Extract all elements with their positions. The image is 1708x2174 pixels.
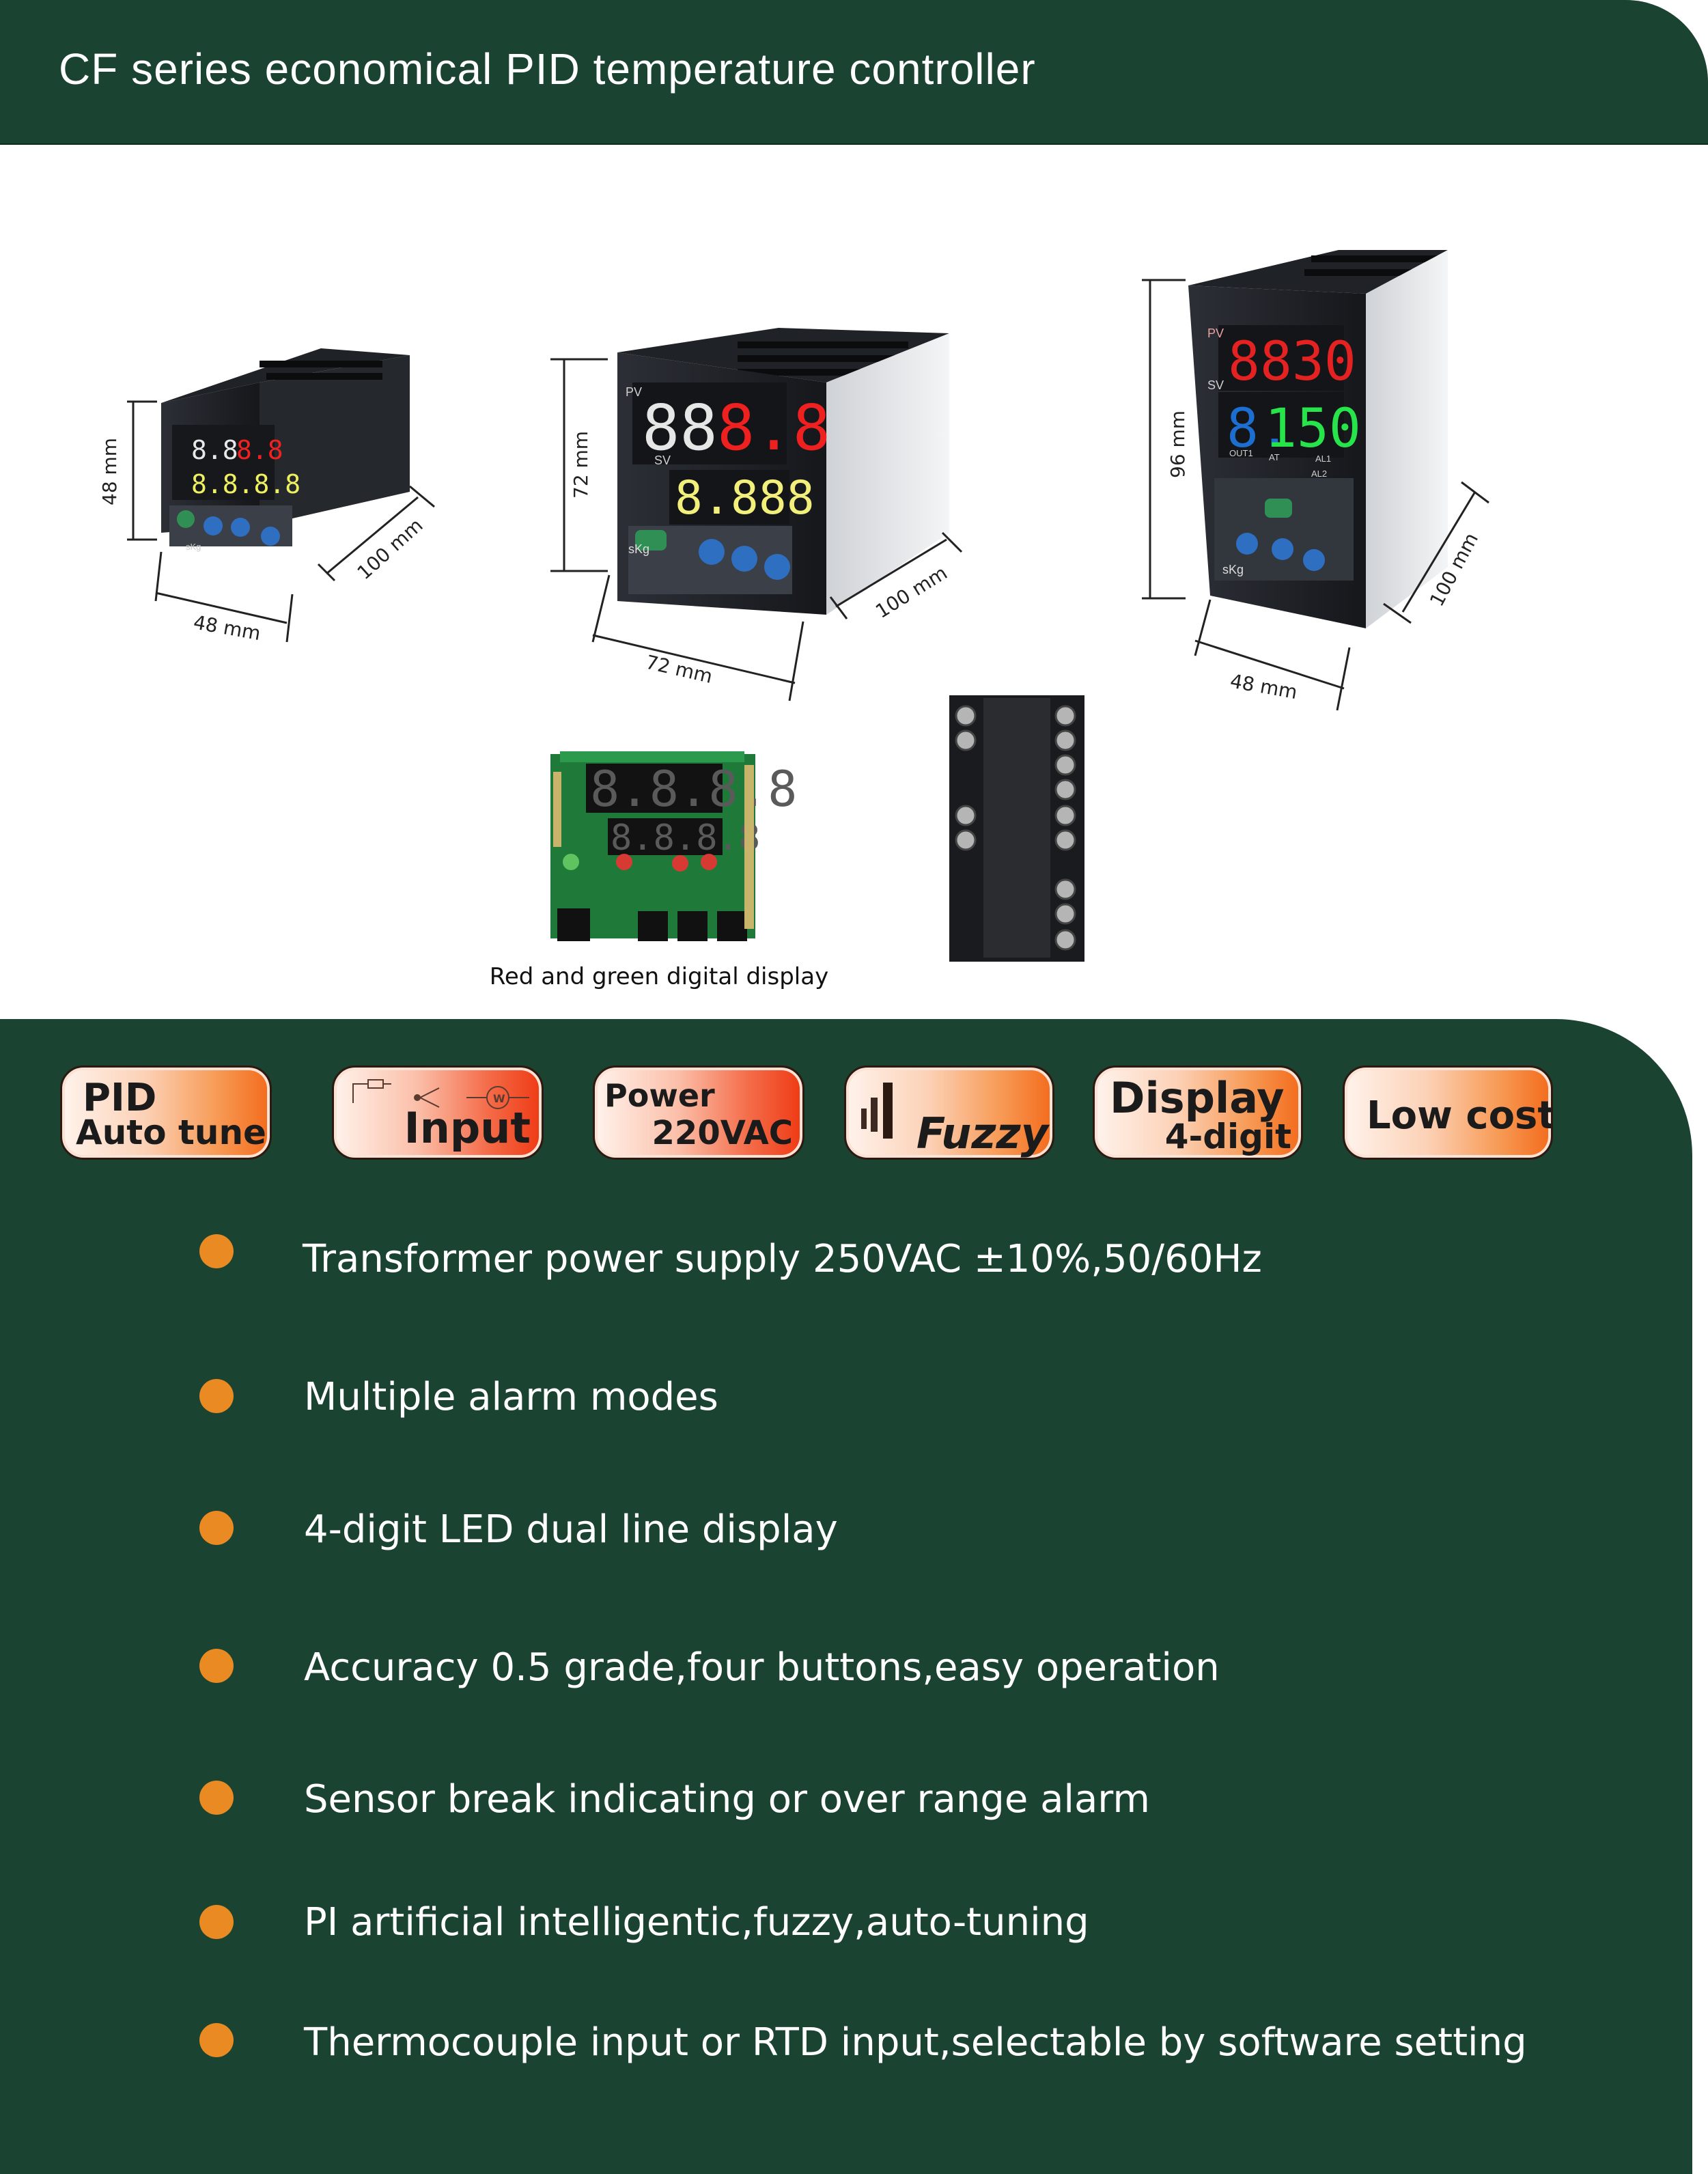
svg-text:8.8: 8.8 [717,391,830,464]
svg-text:8.8: 8.8 [191,435,238,465]
dim-depth-100: 100 mm [353,514,428,584]
feature-item-power-supply: Transformer power supply 250VAC ±10%,50/… [303,1237,1262,1281]
brand-72: sKg [628,542,649,556]
feature-item-alarm-modes: Multiple alarm modes [304,1375,718,1419]
badge-power-value: 220VAC [652,1114,793,1152]
svg-text:88: 88 [642,391,718,464]
svg-text:8.8.8.8: 8.8.8.8 [590,760,797,818]
bars-icon [861,1083,893,1139]
badge-fuzzy: Fuzzy [844,1065,1054,1160]
indicator-at: AT [1269,452,1280,462]
feature-item-fuzzy-tuning: PI artificial intelligentic,fuzzy,auto-t… [304,1900,1089,1945]
sv-value-96: 150 [1265,398,1361,460]
svg-text:W: W [493,1092,505,1105]
svg-text:8.888: 8.888 [675,471,815,525]
svg-text:8.8.8.8: 8.8.8.8 [611,818,760,859]
badge-power-title: Power [604,1077,715,1114]
product-gallery: 8.8 8.8 8.8.8.8 sKg 48 mm 48 mm 100 mm 8… [98,250,1489,962]
controller-72x72: 88 8.8 8.888 PV SV sKg 72 mm 72 mm 100 m… [550,328,963,701]
badge-fuzzy-label: Fuzzy [916,1109,1048,1158]
sv-label-72: SV [654,454,671,467]
badge-low-cost-label: Low cost [1367,1093,1553,1138]
header-banner: CF series economical PID temperature con… [0,0,1708,145]
dim-height-96: 96 mm [1166,410,1189,478]
features-panel: PID Auto tune W Input Power 220VAC Fuzzy [0,1019,1692,2174]
dim-width-48: 48 mm [192,611,262,645]
bullet-dot [199,1905,234,1939]
feature-item-led-display: 4-digit LED dual line display [304,1507,838,1552]
circuit-icon: W [352,1079,529,1109]
brand-96: sKg [1222,563,1244,576]
controller-48x48: 8.8 8.8 8.8.8.8 sKg 48 mm 48 mm 100 mm [98,348,435,645]
pcb-caption: Red and green digital display [489,963,829,990]
badge-power-220vac: Power 220VAC [593,1065,804,1160]
bullet-dot [199,2023,234,2057]
bullet-dot [199,1649,234,1683]
dim-width-48-tall: 48 mm [1229,669,1299,703]
badge-pid-title: PID [83,1076,157,1120]
dim-height-72: 72 mm [570,431,592,499]
svg-text:8.8: 8.8 [236,435,283,465]
svg-text:8830: 8830 [1228,331,1356,393]
badge-pid-auto-tune: PID Auto tune [60,1065,272,1160]
badge-display-value: 4-digit [1164,1117,1291,1156]
badge-pid-subtitle: Auto tune [76,1113,266,1152]
badge-display-4-digit: Display 4-digit [1093,1065,1303,1160]
bullet-dot [199,1379,234,1413]
page-title: CF series economical PID temperature con… [59,44,1036,94]
feature-item-input-types: Thermocouple input or RTD input,selectab… [304,2020,1527,2065]
pv-label-96: PV [1207,326,1224,340]
svg-text:8.: 8. [1227,398,1291,460]
controller-96x48: 8830 8. 150 PV SV OUT1 AT AL1 AL2 sKg 96… [1142,250,1489,711]
feature-item-accuracy: Accuracy 0.5 grade,four buttons,easy ope… [304,1645,1220,1690]
svg-text:sKg: sKg [186,542,201,552]
indicator-out1: OUT1 [1229,448,1253,458]
bullet-dot [199,1511,234,1545]
svg-text:8.8.8.8: 8.8.8.8 [191,469,300,499]
bullet-dot [199,1234,234,1268]
badge-input: W Input [332,1065,544,1160]
bullet-dot [199,1781,234,1815]
badge-low-cost: Low cost [1343,1065,1553,1160]
badge-display-title: Display [1110,1073,1285,1123]
pv-label-72: PV [626,385,642,399]
badge-input-label: Input [404,1103,531,1153]
sv-label-96: SV [1207,378,1224,392]
feature-item-sensor-break: Sensor break indicating or over range al… [304,1777,1150,1822]
dim-height-48: 48 mm [98,438,121,505]
pcb-board-image: 8.8.8.8 8.8.8.8 [550,751,797,941]
indicator-al1: AL1 [1315,454,1331,464]
terminal-block-image [949,695,1084,962]
indicator-al2: AL2 [1311,469,1327,479]
